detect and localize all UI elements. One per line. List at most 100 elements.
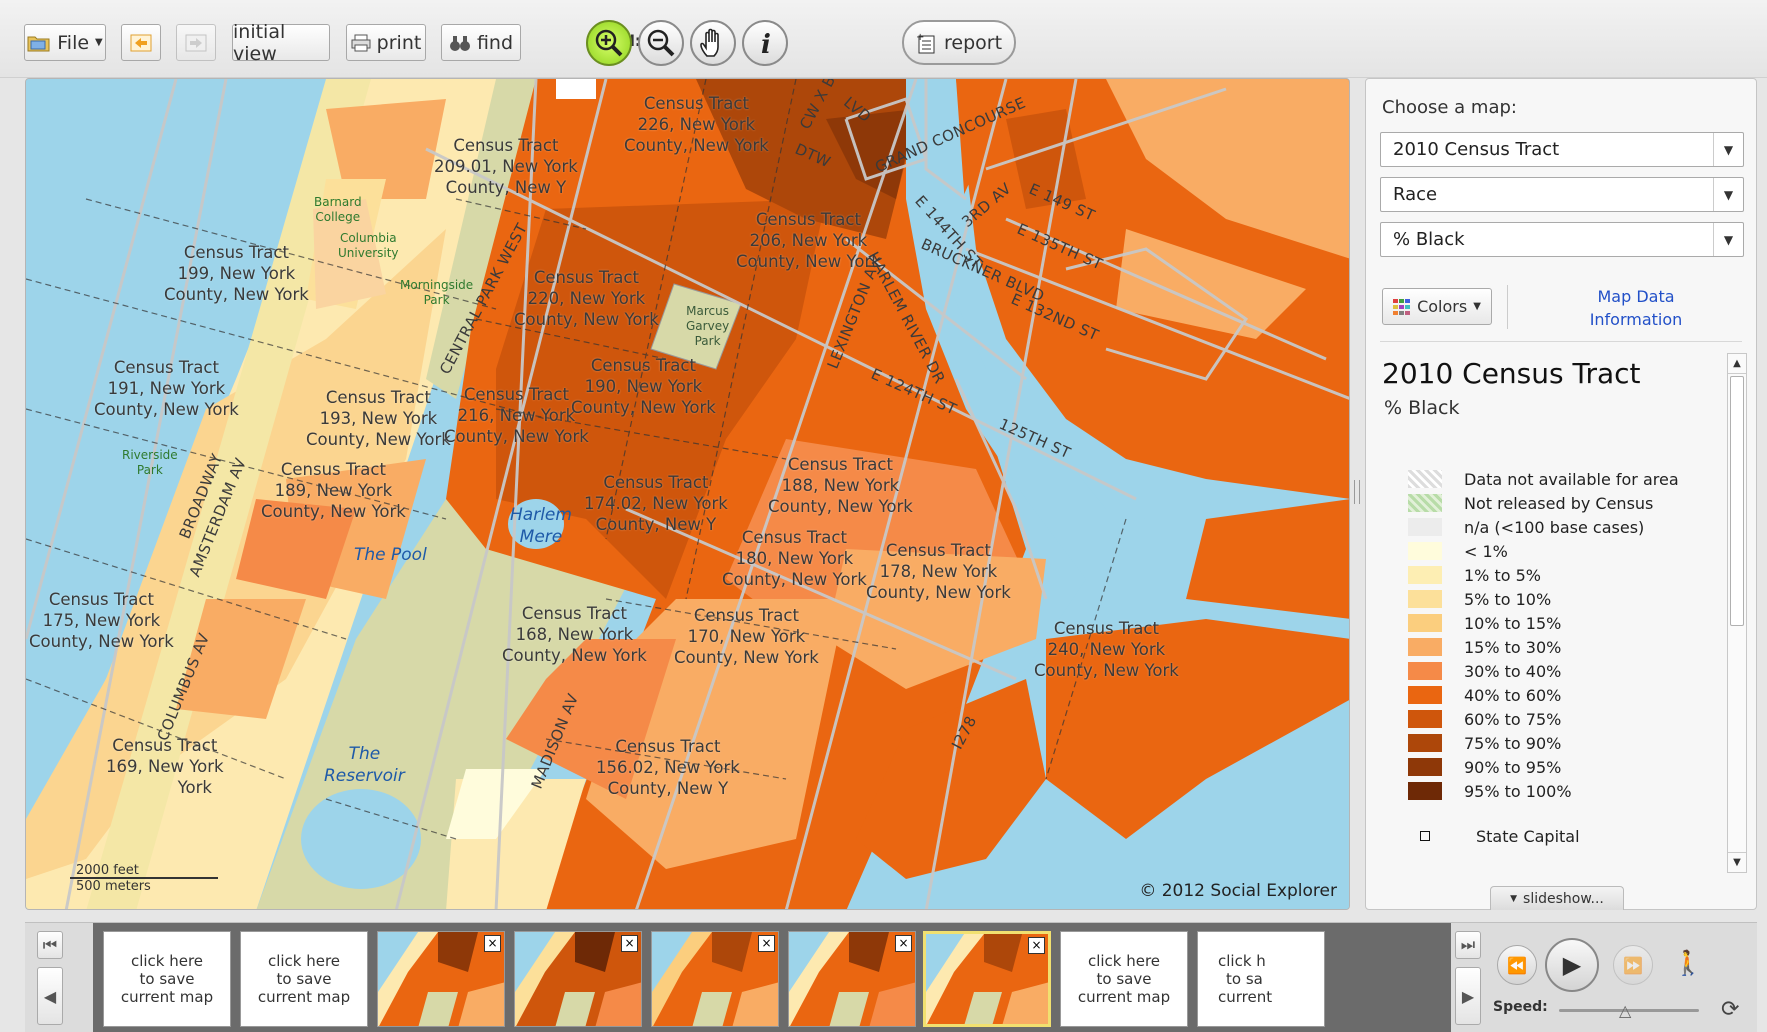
pan-tool[interactable]: [690, 20, 736, 66]
binoculars-icon: [449, 35, 470, 51]
walking-person-icon[interactable]: 🚶: [1673, 949, 1703, 977]
legend-swatch: [1408, 542, 1442, 560]
play-button[interactable]: ▶: [1545, 938, 1599, 992]
scroll-up-icon[interactable]: ▲: [1728, 354, 1746, 374]
panel-splitter[interactable]: [1354, 480, 1360, 504]
legend-title: 2010 Census Tract: [1382, 357, 1641, 390]
close-icon[interactable]: ×: [758, 935, 775, 952]
legend-item-label: 1% to 5%: [1464, 565, 1541, 585]
first-slide-button[interactable]: ⏮: [37, 931, 63, 959]
folder-icon: [27, 36, 50, 51]
loop-icon[interactable]: ⟳: [1721, 997, 1740, 1022]
scroll-right-button[interactable]: ▶: [1455, 967, 1481, 1025]
map-data-information-link[interactable]: Map Data Information: [1589, 287, 1683, 329]
close-icon[interactable]: ×: [484, 935, 501, 952]
legend-item: 15% to 30%: [1408, 637, 1561, 657]
legend-item-label: 5% to 10%: [1464, 589, 1552, 609]
speed-slider-knob[interactable]: △: [1619, 1001, 1632, 1020]
slide-thumbnail-selected[interactable]: ×: [923, 931, 1051, 1027]
slide-thumbnail[interactable]: ×: [377, 931, 505, 1027]
close-icon[interactable]: ×: [621, 935, 638, 952]
slide-thumbnail[interactable]: ×: [788, 931, 916, 1027]
colors-button[interactable]: Colors ▼: [1382, 288, 1492, 325]
scroll-thumb[interactable]: [1730, 376, 1744, 626]
arrow-right-icon: [185, 34, 207, 51]
info-icon: i: [761, 30, 771, 58]
legend-item: 75% to 90%: [1408, 733, 1561, 753]
scroll-left-button[interactable]: ◀: [37, 967, 63, 1025]
back-button[interactable]: [121, 24, 161, 61]
forward-button[interactable]: [176, 24, 216, 61]
initial-view-label: initial view: [233, 20, 286, 65]
topic-select[interactable]: Race ▼: [1380, 177, 1744, 212]
close-icon[interactable]: ×: [895, 935, 912, 952]
legend-item: 30% to 40%: [1408, 661, 1561, 681]
survey-select[interactable]: 2010 Census Tract ▼: [1380, 132, 1744, 167]
scroll-down-icon[interactable]: ▼: [1728, 852, 1746, 872]
speed-slider[interactable]: [1559, 1009, 1699, 1012]
zoom-in-icon: [595, 29, 623, 57]
report-label: report: [943, 31, 1003, 54]
report-button[interactable]: + report: [902, 20, 1016, 65]
slide-thumbnail[interactable]: ×: [514, 931, 642, 1027]
slideshow-toggle[interactable]: ▼ slideshow...: [1490, 886, 1624, 910]
zoom-out-icon: [647, 29, 675, 57]
hand-icon: [700, 28, 719, 57]
close-icon[interactable]: ×: [1028, 937, 1045, 954]
map-thumbnail: [652, 932, 778, 1026]
legend-swatch: [1408, 470, 1442, 488]
legend-state-capital: State Capital: [1408, 826, 1580, 846]
zoom-out-tool[interactable]: [638, 20, 684, 66]
fast-forward-button[interactable]: ⏩: [1613, 945, 1653, 985]
info-tool[interactable]: i: [742, 20, 788, 66]
scale-meters-label: 500 meters: [76, 879, 151, 894]
last-slide-button[interactable]: ⏭: [1455, 931, 1481, 959]
rewind-button[interactable]: ⏪: [1497, 945, 1537, 985]
map-thumbnail: [378, 932, 504, 1026]
legend-scrollbar[interactable]: ▲ ▼: [1727, 353, 1747, 873]
colors-label: Colors: [1417, 297, 1468, 316]
zoom-in-tool[interactable]: [586, 20, 632, 66]
file-menu-button[interactable]: File ▼: [24, 24, 106, 61]
slide-thumbnail[interactable]: ×: [651, 931, 779, 1027]
variable-select[interactable]: % Black ▼: [1380, 222, 1744, 257]
initial-view-button[interactable]: initial view: [232, 21, 330, 65]
find-button[interactable]: find: [441, 24, 521, 61]
chevron-down-icon: ▼: [95, 37, 103, 48]
legend-item-label: 75% to 90%: [1464, 733, 1562, 753]
rewind-icon: ⏪: [1507, 955, 1527, 975]
print-button[interactable]: print: [346, 24, 426, 61]
